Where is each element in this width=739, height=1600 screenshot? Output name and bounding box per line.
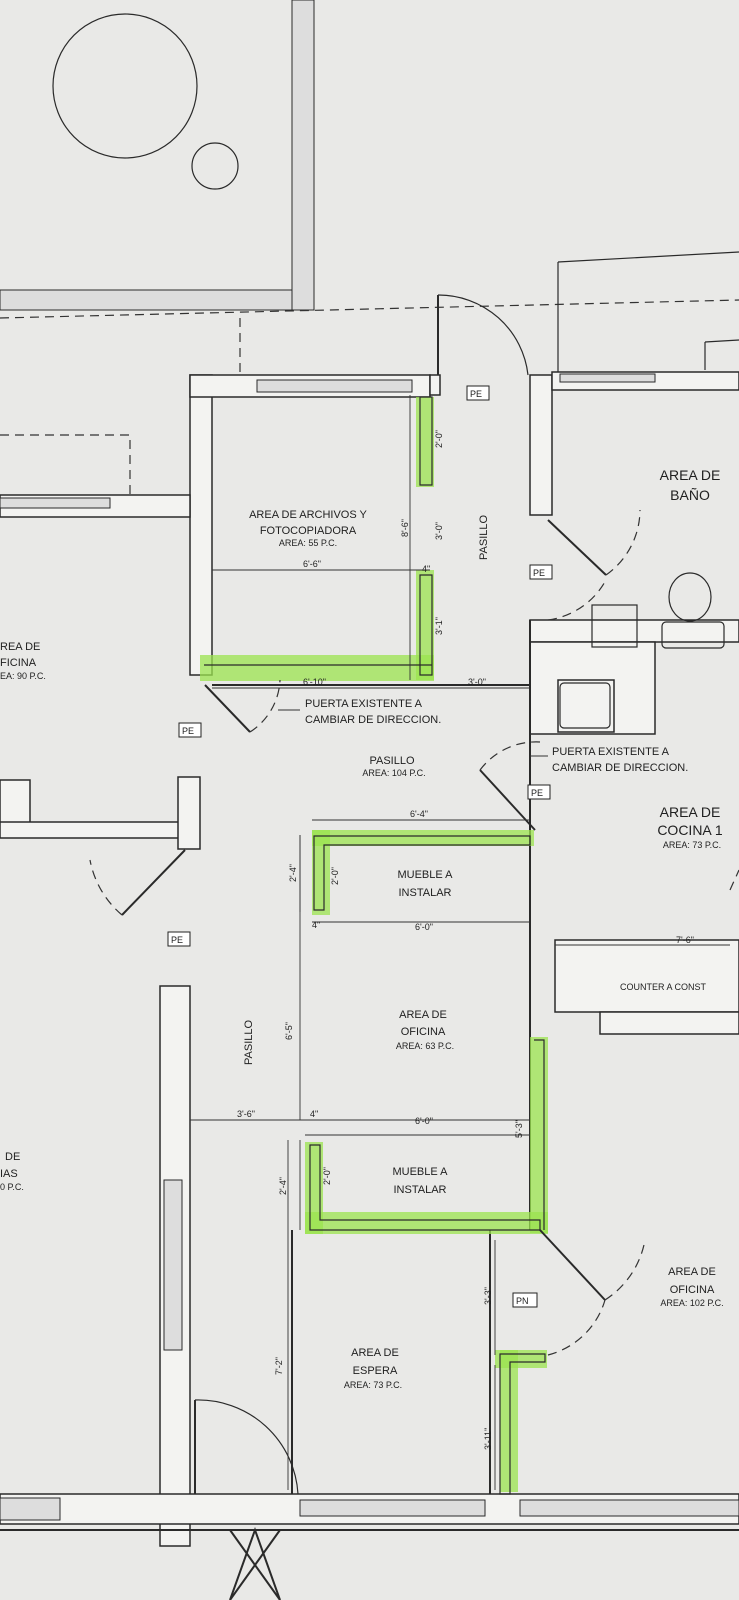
dimension-label: 6'-4" bbox=[410, 809, 428, 819]
room-oficina-left-label: FICINA bbox=[0, 657, 37, 669]
dimension-label: 7'-6" bbox=[676, 935, 694, 945]
furniture-outlines bbox=[204, 396, 725, 1495]
svg-text:PE: PE bbox=[470, 389, 482, 399]
door-note: PUERTA EXISTENTE A bbox=[552, 746, 670, 758]
walls bbox=[0, 294, 739, 1600]
room-archivos-area: AREA: 55 P.C. bbox=[279, 538, 337, 548]
mueble-label: MUEBLE A bbox=[397, 869, 453, 881]
room-oficina-right-label: OFICINA bbox=[670, 1284, 715, 1296]
room-oficina-left-area: EA: 90 P.C. bbox=[0, 671, 46, 681]
room-espera-label: ESPERA bbox=[353, 1365, 398, 1377]
room-oficina-left-label: REA DE bbox=[0, 641, 40, 653]
dimension-label: 2'-0" bbox=[434, 430, 444, 448]
dimension-label: 6'-10" bbox=[303, 677, 326, 687]
mueble-label: MUEBLE A bbox=[392, 1166, 448, 1178]
dimension-label: 2'-4" bbox=[288, 864, 298, 882]
room-oficina-right-area: AREA: 102 P.C. bbox=[660, 1298, 723, 1308]
room-labels: AREA DE ARCHIVOS Y FOTOCOPIADORA AREA: 5… bbox=[0, 467, 724, 1390]
svg-text:PE: PE bbox=[171, 935, 183, 945]
room-oficina-mid-area: AREA: 63 P.C. bbox=[396, 1041, 454, 1051]
svg-text:PE: PE bbox=[182, 726, 194, 736]
dimension-label: 2'-4" bbox=[278, 1177, 288, 1195]
pe-tag: PE bbox=[167, 931, 191, 947]
room-cocina-label: AREA DE bbox=[660, 804, 721, 820]
room-left-area: 0 P.C. bbox=[0, 1182, 24, 1192]
room-archivos-label: AREA DE ARCHIVOS Y bbox=[249, 509, 367, 521]
dimension-label: 2'-0" bbox=[322, 1167, 332, 1185]
dimension-label: 4" bbox=[422, 564, 430, 574]
dimension-label: 3'-11" bbox=[483, 1428, 493, 1450]
room-cocina-area: AREA: 73 P.C. bbox=[663, 840, 721, 850]
room-archivos-label: FOTOCOPIADORA bbox=[260, 525, 357, 537]
dimension-label: 3'-6" bbox=[237, 1109, 255, 1119]
dimension-label: 6'-0" bbox=[415, 922, 433, 932]
dimension-label: 3'-0" bbox=[434, 522, 444, 540]
pe-tag: PE bbox=[466, 385, 490, 401]
dimension-label: 4" bbox=[310, 1109, 318, 1119]
dimension-labels: 2'-0" 3'-0" 8'-6" 6'-6" 3'-1" 4" 6'-10" … bbox=[237, 430, 694, 1450]
dimension-label: 7'-2" bbox=[274, 1357, 284, 1375]
door-note: CAMBIAR DE DIRECCION. bbox=[305, 714, 441, 726]
dimension-label: 5'-3" bbox=[514, 1120, 524, 1138]
top-area-drawing bbox=[0, 0, 739, 375]
svg-text:PE: PE bbox=[533, 568, 545, 578]
room-oficina-mid-label: OFICINA bbox=[401, 1026, 446, 1038]
pe-tag: PE bbox=[529, 564, 553, 580]
room-pasillo-area: AREA: 104 P.C. bbox=[362, 768, 425, 778]
pn-tag: PN bbox=[512, 1292, 538, 1308]
door-note: PUERTA EXISTENTE A bbox=[305, 698, 423, 710]
highlighted-walls bbox=[200, 397, 548, 1492]
dimension-label: 3'-3" bbox=[483, 1287, 493, 1305]
mueble-label: INSTALAR bbox=[399, 887, 452, 899]
dimension-label: 4" bbox=[312, 920, 320, 930]
dimension-lines bbox=[190, 395, 730, 1490]
dimension-label: 8'-6" bbox=[400, 519, 410, 537]
mueble-label: INSTALAR bbox=[394, 1184, 447, 1196]
room-oficina-mid-label: AREA DE bbox=[399, 1009, 447, 1021]
notes: PUERTA EXISTENTE A CAMBIAR DE DIRECCION.… bbox=[278, 698, 688, 774]
svg-text:PE: PE bbox=[531, 788, 543, 798]
room-pasillo-top-label: PASILLO bbox=[478, 515, 490, 560]
counter-label: COUNTER A CONST bbox=[620, 982, 707, 992]
room-espera-label: AREA DE bbox=[351, 1347, 399, 1359]
svg-text:PN: PN bbox=[516, 1296, 529, 1306]
room-bano-label: BAÑO bbox=[670, 487, 710, 503]
pe-tag: PE bbox=[527, 784, 551, 800]
dimension-label: 6'-0" bbox=[415, 1116, 433, 1126]
room-left-label: IAS bbox=[0, 1168, 18, 1180]
room-bano-label: AREA DE bbox=[660, 467, 721, 483]
dimension-label: 3'-0" bbox=[468, 677, 486, 687]
room-cocina-label: COCINA 1 bbox=[657, 822, 723, 838]
door-note: CAMBIAR DE DIRECCION. bbox=[552, 762, 688, 774]
dimension-label: 2'-0" bbox=[330, 867, 340, 885]
room-espera-area: AREA: 73 P.C. bbox=[344, 1380, 402, 1390]
pe-tag: PE bbox=[178, 722, 202, 738]
dimension-label: 6'-5" bbox=[284, 1022, 294, 1040]
dimension-label: 6'-6" bbox=[303, 559, 321, 569]
room-pasillo-left-label: PASILLO bbox=[243, 1020, 255, 1065]
room-pasillo-label: PASILLO bbox=[369, 755, 414, 767]
room-left-label: DE bbox=[5, 1151, 20, 1163]
room-oficina-right-label: AREA DE bbox=[668, 1266, 716, 1278]
dimension-label: 3'-1" bbox=[434, 617, 444, 635]
